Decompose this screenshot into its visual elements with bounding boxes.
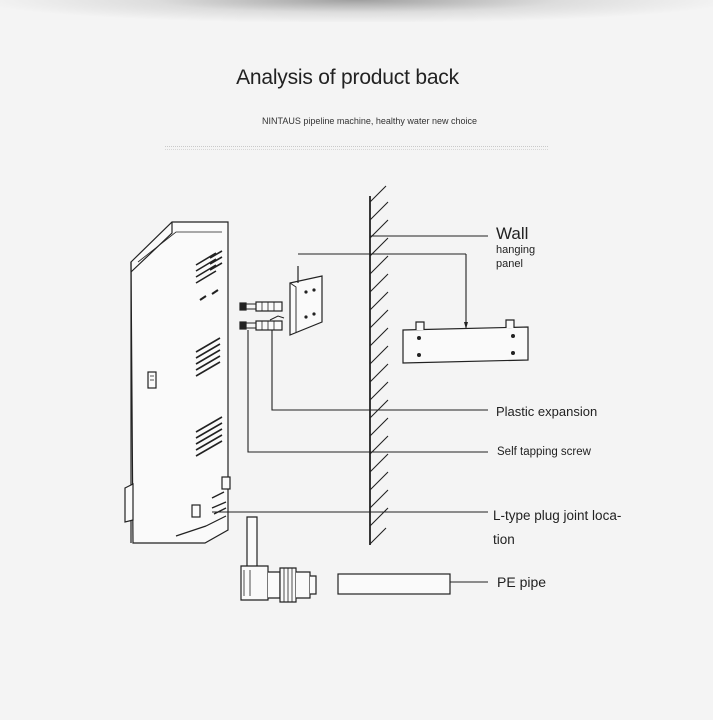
hanging-panel-front	[402, 319, 529, 364]
decorative-divider	[165, 146, 548, 150]
l-type-plug-joint	[240, 516, 317, 603]
page-subtitle: NINTAUS pipeline machine, healthy water …	[262, 116, 477, 126]
pe-pipe	[337, 573, 451, 595]
bottom-fitting	[191, 504, 201, 518]
vent-group-middle	[195, 337, 221, 377]
screw-lower	[239, 320, 283, 331]
label-l-type-plug-joint: L-type plug joint loca- tion	[493, 504, 621, 552]
leader-hanging-panel	[298, 253, 467, 328]
top-shadow	[0, 0, 713, 22]
label-l-type-line2: tion	[493, 532, 515, 547]
vent-group-bottom	[195, 416, 223, 457]
wall-section	[369, 185, 389, 545]
label-self-tapping-screw: Self tapping screw	[497, 446, 591, 458]
leader-lines	[212, 235, 488, 583]
machine-body	[124, 221, 231, 544]
label-wall: Wall	[496, 224, 529, 243]
label-hanging-panel: hanging panel	[496, 243, 535, 271]
label-hanging-panel-line2: panel	[496, 258, 523, 270]
machine-foot	[124, 483, 134, 523]
leader-self-tapping-screw	[247, 330, 488, 453]
label-l-type-line1: L-type plug joint loca-	[493, 508, 622, 523]
screw-upper	[239, 301, 283, 312]
page-title: Analysis of product back	[236, 66, 459, 89]
label-pe-pipe: PE pipe	[497, 574, 547, 590]
vent-group-top	[195, 250, 223, 284]
label-plastic-expansion: Plastic expansion	[496, 404, 598, 419]
hanging-panel-side	[289, 266, 323, 336]
leader-plastic-expansion	[271, 330, 488, 411]
label-hanging-panel-line1: hanging	[496, 244, 536, 256]
